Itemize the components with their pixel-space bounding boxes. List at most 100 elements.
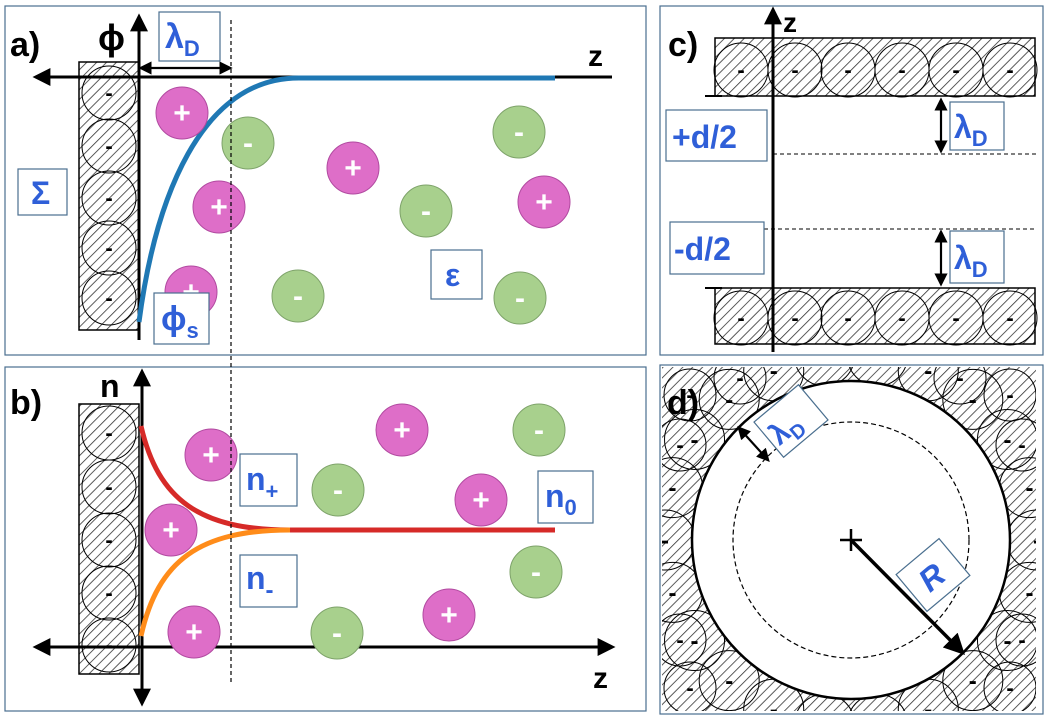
surface-charge-sign: - (844, 58, 851, 83)
surface-anion: - (767, 42, 823, 98)
anion: - (509, 545, 563, 599)
surface-charge-sign: - (105, 286, 112, 311)
ion-charge-sign: + (472, 484, 490, 517)
surface-anion: - (983, 368, 1036, 422)
surface-charge-sign: - (669, 475, 677, 502)
charged-wall-b: ----- (78, 403, 140, 675)
panel-a-tag: a) (10, 26, 40, 64)
surface-anion: - (713, 366, 767, 405)
surface-charge-sign: - (1006, 58, 1013, 83)
surface-charge-sign: - (737, 58, 744, 83)
surface-anion: - (942, 650, 1004, 711)
anion: - (399, 184, 453, 238)
svg-text:Σ: Σ (31, 175, 50, 211)
surface-anion: - (698, 368, 760, 430)
ion-charge-sign: - (293, 280, 303, 313)
surface-anion: - (81, 220, 137, 276)
surface-charge-sign: - (1018, 433, 1025, 458)
surface-anion: - (982, 42, 1038, 98)
anion: - (310, 606, 364, 660)
surface-charge-sign: - (691, 427, 699, 454)
anion: - (492, 105, 546, 159)
surface-charge-sign: - (821, 712, 829, 720)
z-axis-label-c: z (783, 7, 797, 38)
debye-boundary-circle (732, 421, 970, 659)
n-minus-curve (138, 527, 291, 637)
surface-charge-sign: - (1025, 475, 1033, 502)
surface-anion: - (976, 610, 1036, 672)
surface-charge-sign: - (1006, 383, 1013, 408)
cation: + (192, 180, 246, 234)
panel-c-tag: c) (668, 26, 698, 64)
cation: + (326, 141, 380, 195)
ion-charge-sign: + (393, 414, 411, 447)
svg-text:λD: λD (954, 240, 988, 282)
surface-charge-sign: - (676, 628, 683, 653)
ion-charge-sign: + (440, 599, 458, 632)
minus-half-d-label: -d/2 (669, 221, 765, 275)
debye-length-label-a: λD (158, 11, 221, 62)
panel-b-tag: b) (10, 384, 42, 422)
ion-charge-sign: + (535, 186, 553, 219)
ion-charge-sign: + (344, 152, 362, 185)
surface-anion: - (663, 661, 717, 711)
surface-charge-sign: - (924, 697, 932, 720)
ion-charge-sign: - (421, 195, 431, 228)
panel-d: -------------------------------- R λD d) (659, 364, 1044, 720)
ion-charge-sign: - (243, 127, 253, 160)
surface-charge-sign: - (736, 366, 743, 391)
surface-anion: - (664, 610, 726, 672)
z-axis-label-a: z (588, 40, 603, 73)
panel-d-tag: d) (667, 384, 699, 422)
surface-charge-sign: - (969, 668, 977, 695)
ion-charge-sign: - (515, 282, 525, 315)
surface-charge-sign: - (725, 668, 733, 695)
bottom-charged-plate: ------ (713, 287, 1038, 346)
surface-charge-sign: - (1006, 306, 1013, 331)
surface-charge-sign: - (1003, 427, 1011, 454)
surface-charge-sign: - (105, 581, 112, 606)
ion-charge-sign: - (333, 474, 343, 507)
surface-anion: - (767, 290, 823, 346)
debye-length-label-d: λD (753, 383, 829, 459)
ion-charge-sign: + (202, 439, 220, 472)
cation: + (422, 588, 476, 642)
panel-a: a) ----- ϕ z λD Σ ε +-+-+-++-- (4, 5, 647, 356)
n-zero-label: n0 (537, 470, 594, 524)
ion-charge-sign: - (531, 556, 541, 589)
surface-anion: - (995, 613, 1036, 667)
surface-charge-sign: - (1018, 628, 1025, 653)
surface-charge-sign: - (105, 421, 112, 446)
cation: + (454, 473, 508, 527)
anion: - (512, 403, 566, 457)
n-minus-label: n- (239, 554, 298, 608)
panel-c: c) ------ ------ z λD λD +d/2 (659, 5, 1044, 356)
svg-text:n-: n- (246, 560, 274, 604)
svg-text:n0: n0 (545, 478, 577, 520)
surface-anion: - (81, 170, 137, 226)
surface-charge-sign: - (686, 383, 693, 408)
ion-charge-sign: + (162, 514, 180, 547)
surface-charge-sign: - (676, 433, 683, 458)
svg-text:-d/2: -d/2 (674, 231, 731, 267)
cation: + (375, 403, 429, 457)
surface-charge-sign: - (105, 633, 112, 658)
ion-charge-sign: + (185, 616, 203, 649)
svg-text:ϕs: ϕs (161, 300, 199, 343)
ion-charge-sign: - (332, 617, 342, 650)
surface-anion: - (81, 118, 137, 174)
svg-text:n+: n+ (246, 461, 278, 504)
surface-anion: - (662, 613, 707, 667)
charged-wall-a: ----- (78, 61, 140, 331)
z-axis-label-b: z (593, 662, 608, 695)
surface-charge-sign: - (844, 306, 851, 331)
surface-charge-sign: - (770, 697, 778, 720)
surface-charge-sign: - (737, 306, 744, 331)
surface-charge-sign: - (1003, 628, 1011, 655)
surface-charge-sign: - (105, 236, 112, 261)
surface-charge-sign: - (669, 580, 677, 607)
surface-charge-sign: - (105, 81, 112, 106)
surface-charge-sign: - (791, 58, 798, 83)
radius-label: R (895, 537, 971, 613)
